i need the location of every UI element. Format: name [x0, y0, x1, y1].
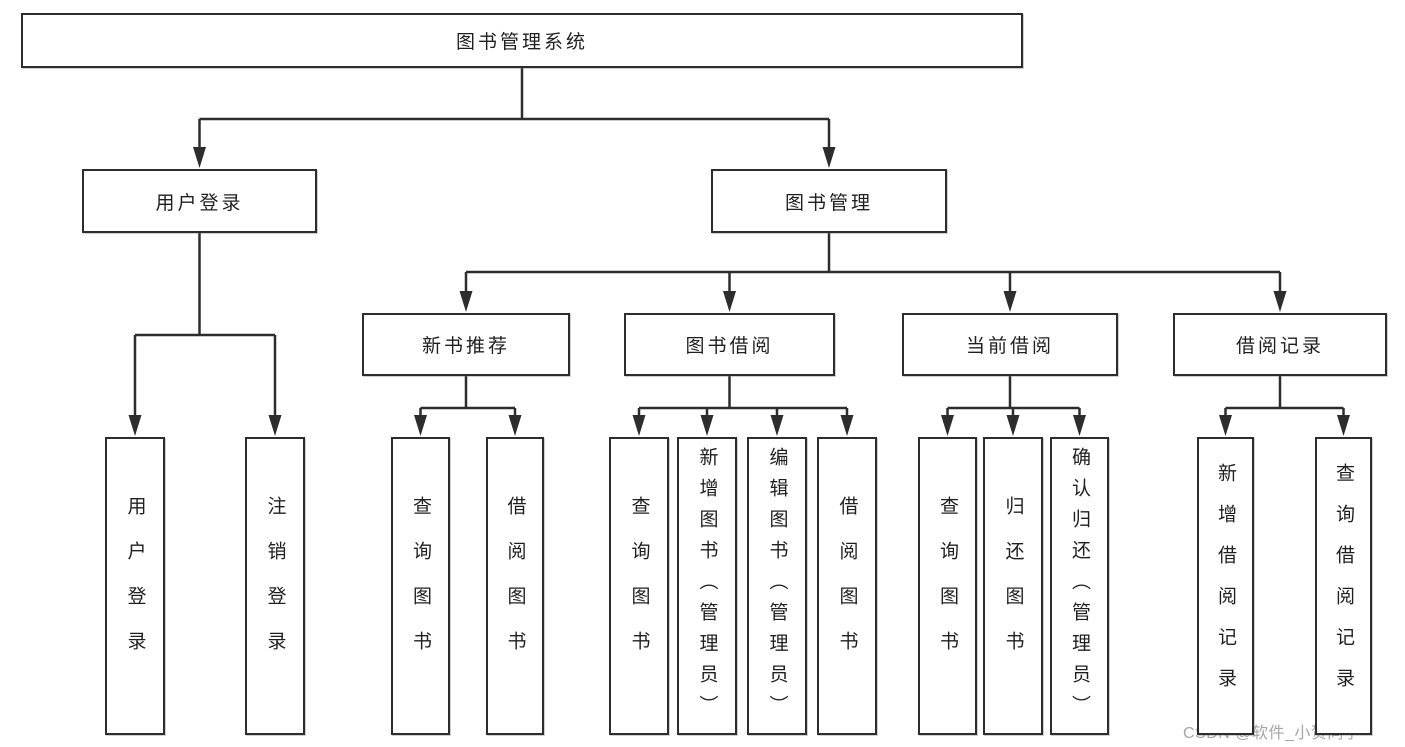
arrowhead-icon [770, 415, 784, 436]
node-label: 查询借阅记录 [1333, 463, 1354, 709]
node-newbook: 新书推荐 [362, 313, 570, 376]
node-label: 新增图书（管理员） [696, 446, 718, 726]
node-login_logout: 注销登录 [245, 437, 305, 735]
node-label: 编辑图书（管理员） [766, 446, 788, 726]
node-login: 用户登录 [82, 169, 317, 233]
node-b_edit: 编辑图书（管理员） [747, 437, 807, 735]
arrowhead-icon [459, 291, 473, 312]
node-label: 新书推荐 [421, 336, 510, 357]
node-c_return: 归还图书 [983, 437, 1043, 735]
node-label: 用户登录 [155, 192, 244, 214]
arrowhead-icon [632, 415, 646, 436]
arrowhead-icon [941, 415, 954, 436]
node-r_add: 新增借阅记录 [1197, 437, 1254, 735]
node-record: 借阅记录 [1173, 313, 1387, 376]
node-label: 当前借阅 [965, 336, 1054, 357]
arrowhead-icon [723, 291, 736, 312]
node-b_query: 查询图书 [609, 437, 669, 735]
node-label: 用户登录 [124, 496, 146, 676]
arrowhead-icon [128, 415, 142, 436]
arrowhead-icon [1006, 415, 1020, 436]
node-label: 借阅图书 [504, 496, 526, 676]
node-label: 归还图书 [1002, 496, 1024, 676]
arrowhead-icon [414, 415, 427, 436]
arrowhead-icon [1003, 291, 1017, 312]
node-c_query: 查询图书 [918, 437, 977, 735]
node-borrow: 图书借阅 [624, 313, 835, 376]
node-label: 借阅图书 [836, 496, 858, 676]
node-nb_borrow: 借阅图书 [486, 437, 544, 735]
node-nb_query: 查询图书 [391, 437, 450, 735]
node-c_confirm: 确认归还（管理员） [1050, 437, 1109, 735]
arrowhead-icon [268, 415, 282, 436]
node-label: 确认归还（管理员） [1069, 446, 1090, 726]
node-label: 新增借阅记录 [1215, 463, 1236, 709]
node-label: 图书管理 [784, 192, 873, 214]
arrowhead-icon [1337, 415, 1350, 436]
arrowhead-icon [840, 415, 854, 436]
arrowhead-icon [822, 147, 836, 168]
node-label: 图书借阅 [685, 336, 774, 357]
node-login_user: 用户登录 [105, 437, 165, 735]
node-label: 借阅记录 [1235, 336, 1324, 357]
arrowhead-icon [1073, 415, 1086, 436]
node-label: 查询图书 [410, 496, 431, 676]
arrowhead-icon [1219, 415, 1232, 436]
node-root: 图书管理系统 [21, 13, 1023, 68]
node-label: 注销登录 [264, 496, 286, 676]
node-current: 当前借阅 [902, 313, 1118, 376]
node-b_add: 新增图书（管理员） [677, 437, 737, 735]
node-label: 查询图书 [628, 496, 650, 676]
arrowhead-icon [193, 147, 206, 168]
arrowhead-icon [700, 415, 714, 436]
node-b_borrow: 借阅图书 [817, 437, 877, 735]
node-mgmt: 图书管理 [711, 169, 947, 233]
node-r_query: 查询借阅记录 [1315, 437, 1372, 735]
node-label: 查询图书 [937, 496, 958, 676]
node-label: 图书管理系统 [455, 32, 588, 53]
arrowhead-icon [508, 415, 522, 436]
arrowhead-icon [1273, 291, 1287, 312]
